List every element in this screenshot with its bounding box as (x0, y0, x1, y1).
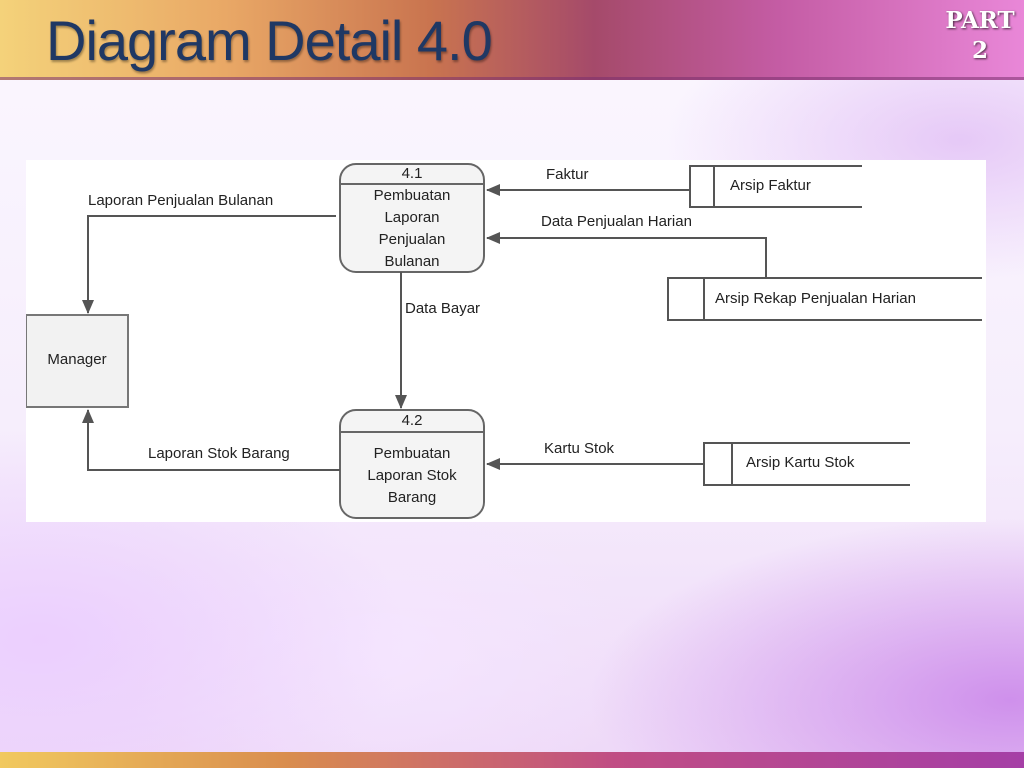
store-arsip-faktur-label: Arsip Faktur (730, 177, 811, 194)
flow-laporan-penjualan-bulanan-label: Laporan Penjualan Bulanan (88, 192, 274, 209)
process-4-2-name: Pembuatan Laporan Stok Barang (367, 445, 457, 506)
manager-entity-label: Manager (47, 351, 107, 368)
flow-laporan-stok-barang-label: Laporan Stok Barang (148, 445, 290, 462)
flow-kartu-stok-label: Kartu Stok (544, 440, 615, 457)
flow-faktur-label: Faktur (546, 166, 589, 183)
page-title: Diagram Detail 4.0 (46, 9, 493, 72)
store-arsip-rekap-shape (667, 277, 982, 321)
dfd-diagram: 4.1 Pembuatan Laporan Penjualan Bulanan … (26, 160, 986, 522)
store-arsip-faktur-shape (689, 165, 862, 208)
store-arsip-rekap-label: Arsip Rekap Penjualan Harian (715, 290, 916, 307)
flow-data-penjualan-harian-line (486, 232, 767, 278)
store-arsip-kartu-stok-label: Arsip Kartu Stok (746, 454, 855, 471)
part-label: PART 2 (945, 7, 1015, 64)
flow-data-penjualan-harian-label: Data Penjualan Harian (541, 213, 692, 230)
flow-data-bayar-label: Data Bayar (405, 300, 481, 317)
process-4-1-shape (339, 163, 485, 273)
manager-entity-shape (26, 314, 129, 408)
bottom-bar (0, 752, 1024, 768)
process-4-1-name: Pembuatan Laporan Penjualan Bulanan (373, 187, 451, 270)
flow-laporan-penjualan-bulanan-line (82, 215, 336, 314)
process-4-2-shape (339, 409, 485, 519)
process-4-2-number: 4.2 (401, 412, 423, 429)
flow-laporan-stok-barang-line (82, 409, 340, 471)
process-4-1-number: 4.1 (401, 165, 423, 182)
title-band (0, 0, 1024, 80)
diagram-canvas (26, 163, 982, 519)
